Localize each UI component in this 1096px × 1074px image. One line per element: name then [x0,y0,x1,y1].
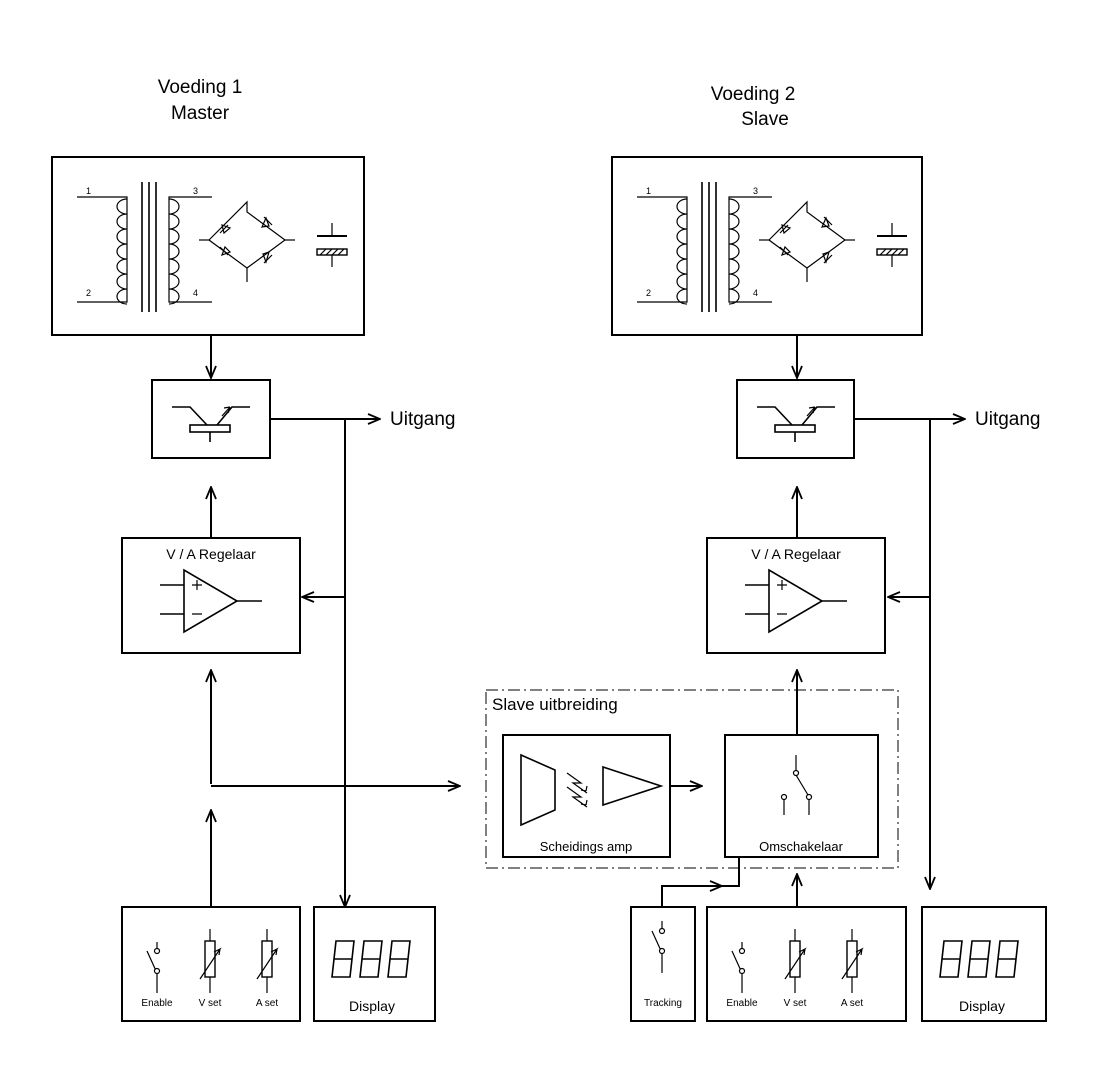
slave-vset-label: V set [784,998,807,1009]
isolation-amp-block [502,734,671,858]
master-pass-transistor-block [151,379,271,459]
master-enable-label: Enable [141,998,173,1009]
tracking-label: Tracking [644,998,682,1009]
pin-4: 4 [193,288,198,298]
master-vset-label: V set [199,998,222,1009]
master-regulator-block [121,537,301,654]
pin-3: 3 [753,186,758,196]
master-regulator-label: V / A Regelaar [166,546,256,562]
optocoupler-icon [520,753,664,827]
changeover-switch-icon [780,755,813,815]
pin-1: 1 [86,186,91,196]
tracking-line [661,857,740,907]
master-output-label: Uitgang [390,409,456,430]
pin-4: 4 [753,288,758,298]
master-display-label: Display [349,998,395,1014]
slave-transformer-block [611,156,923,336]
slave-transformer-symbol: 1 2 3 4 [636,181,908,313]
slave-regulator-block [706,537,886,654]
slave-aset-label: A set [841,998,863,1009]
slave-output-label: Uitgang [975,409,1041,430]
master-aset-label: A set [256,998,278,1009]
pin-3: 3 [193,186,198,196]
slave-enable-label: Enable [726,998,758,1009]
slave-extension-label: Slave uitbreiding [492,695,618,714]
switch-label: Omschakelaar [759,839,843,854]
supply1-role: Master [171,103,230,124]
slave-regulator-label: V / A Regelaar [751,546,841,562]
master-transformer-block [51,156,365,336]
slave-display-block [921,906,1047,1022]
supply2-role: Slave [741,109,789,130]
master-transformer-symbol: 1 2 3 4 [76,181,348,313]
switch-block [724,734,879,858]
tracking-block [630,906,696,1022]
supply1-title: Voeding 1 [158,77,243,98]
pin-1: 1 [646,186,651,196]
slave-controls-block [706,906,907,1022]
pin-2: 2 [646,288,651,298]
supply2-title: Voeding 2 [711,84,796,105]
isolation-amp-label: Scheidings amp [540,839,633,854]
tracking-switch-icon [651,921,666,973]
slave-display-label: Display [959,998,1005,1014]
slave-extension-frame [485,689,899,869]
pin-2: 2 [86,288,91,298]
slave-pass-transistor-block [736,379,855,459]
